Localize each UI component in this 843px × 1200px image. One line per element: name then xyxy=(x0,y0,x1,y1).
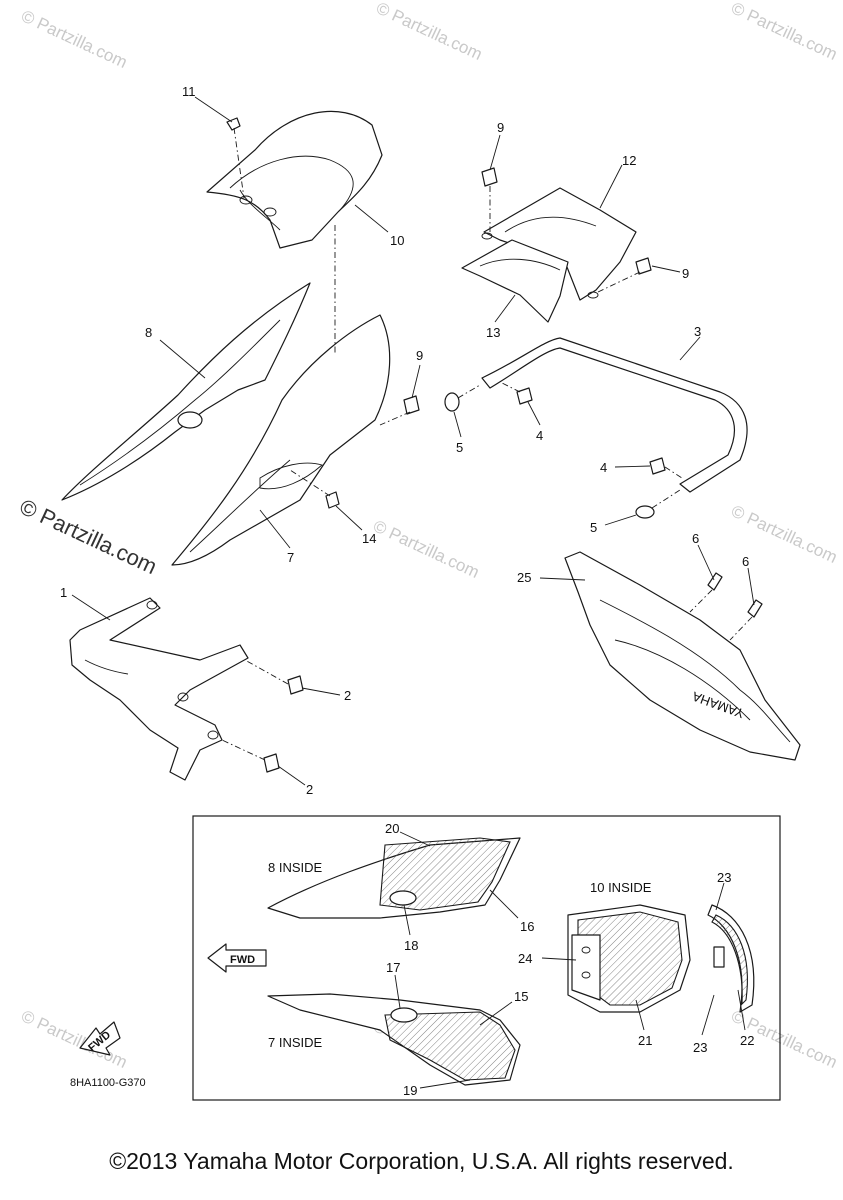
part-14-screw[interactable] xyxy=(289,469,340,509)
part-13-cover[interactable] xyxy=(461,239,569,323)
callout-9: 9 xyxy=(416,348,423,363)
callout-21: 21 xyxy=(638,1033,652,1048)
callout-4: 4 xyxy=(600,460,607,475)
watermark: © Partzilla.com xyxy=(728,0,840,64)
callout-9: 9 xyxy=(497,120,504,135)
watermark: © Partzilla.com xyxy=(370,516,482,582)
fwd-label: FWD xyxy=(230,954,255,966)
callout-14: 14 xyxy=(362,531,376,546)
part-10-seat-cowl[interactable] xyxy=(206,110,383,249)
callout-5: 5 xyxy=(590,520,597,535)
part-4-bolt[interactable] xyxy=(499,381,533,405)
label-10-inside: 10 INSIDE xyxy=(590,880,652,895)
part-2-bolt[interactable] xyxy=(244,659,304,695)
callout-22: 22 xyxy=(740,1033,754,1048)
watermark: © Partzilla.com xyxy=(373,0,485,64)
part-9-bolt[interactable] xyxy=(481,167,498,232)
part-2-bolt[interactable] xyxy=(221,739,280,773)
callout-10: 10 xyxy=(390,233,404,248)
fwd-arrow: FWD xyxy=(207,943,267,973)
part-9-bolt[interactable] xyxy=(597,257,652,293)
callout-2: 2 xyxy=(306,782,313,797)
watermark: © Partzilla.com xyxy=(18,6,130,72)
drawing-code: 8HA1100-G370 xyxy=(70,1077,146,1089)
callout-15: 15 xyxy=(514,989,528,1004)
part-7-side-cover[interactable] xyxy=(171,225,391,566)
callout-23: 23 xyxy=(693,1040,707,1055)
callout-12: 12 xyxy=(622,153,636,168)
part-9-bolt[interactable] xyxy=(379,395,420,426)
part-3-grab-bar[interactable] xyxy=(481,337,748,493)
callout-25: 25 xyxy=(517,570,531,585)
callout-5: 5 xyxy=(456,440,463,455)
callout-6: 6 xyxy=(692,531,699,546)
exploded-parts-diagram: © Partzilla.com © Partzilla.com © Partzi… xyxy=(16,0,840,1101)
part-1-bracket[interactable] xyxy=(69,597,249,781)
callout-11: 11 xyxy=(182,84,196,99)
callout-20: 20 xyxy=(385,821,399,836)
callout-9: 9 xyxy=(682,266,689,281)
callout-24: 24 xyxy=(518,951,532,966)
part-8-side-cover[interactable] xyxy=(61,282,311,501)
copyright-notice: ©2013 Yamaha Motor Corporation, U.S.A. A… xyxy=(109,1148,734,1174)
callout-16: 16 xyxy=(520,919,534,934)
part-25-emblem-panel[interactable]: YAMAHA xyxy=(564,551,801,761)
callout-13: 13 xyxy=(486,325,500,340)
callout-19: 19 xyxy=(403,1083,417,1098)
callout-4: 4 xyxy=(536,428,543,443)
callout-7: 7 xyxy=(287,550,294,565)
callout-1: 1 xyxy=(60,585,67,600)
callout-3: 3 xyxy=(694,324,701,339)
part-6-rivet[interactable] xyxy=(729,599,763,641)
part-4-bolt[interactable] xyxy=(649,457,683,479)
part-6-rivet[interactable] xyxy=(689,572,723,613)
callout-18: 18 xyxy=(404,938,418,953)
watermark-large: © Partzilla.com xyxy=(16,494,161,579)
main-callouts: 11 10 9 12 9 13 8 9 3 5 4 4 5 14 7 6 6 2… xyxy=(60,84,755,797)
callout-17: 17 xyxy=(386,960,400,975)
inset-callouts: 20 16 18 17 15 19 24 21 23 23 22 xyxy=(385,821,754,1098)
callout-23: 23 xyxy=(717,870,731,885)
callout-2: 2 xyxy=(344,688,351,703)
callout-6: 6 xyxy=(742,554,749,569)
inside-view-inset: 8 INSIDE 7 INSIDE FWD 10 INSIDE xyxy=(192,815,781,1101)
part-5-cap[interactable] xyxy=(635,489,681,519)
callout-8: 8 xyxy=(145,325,152,340)
part-5-cap[interactable] xyxy=(444,384,481,412)
label-7-inside: 7 INSIDE xyxy=(268,1035,323,1050)
label-8-inside: 8 INSIDE xyxy=(268,860,323,875)
